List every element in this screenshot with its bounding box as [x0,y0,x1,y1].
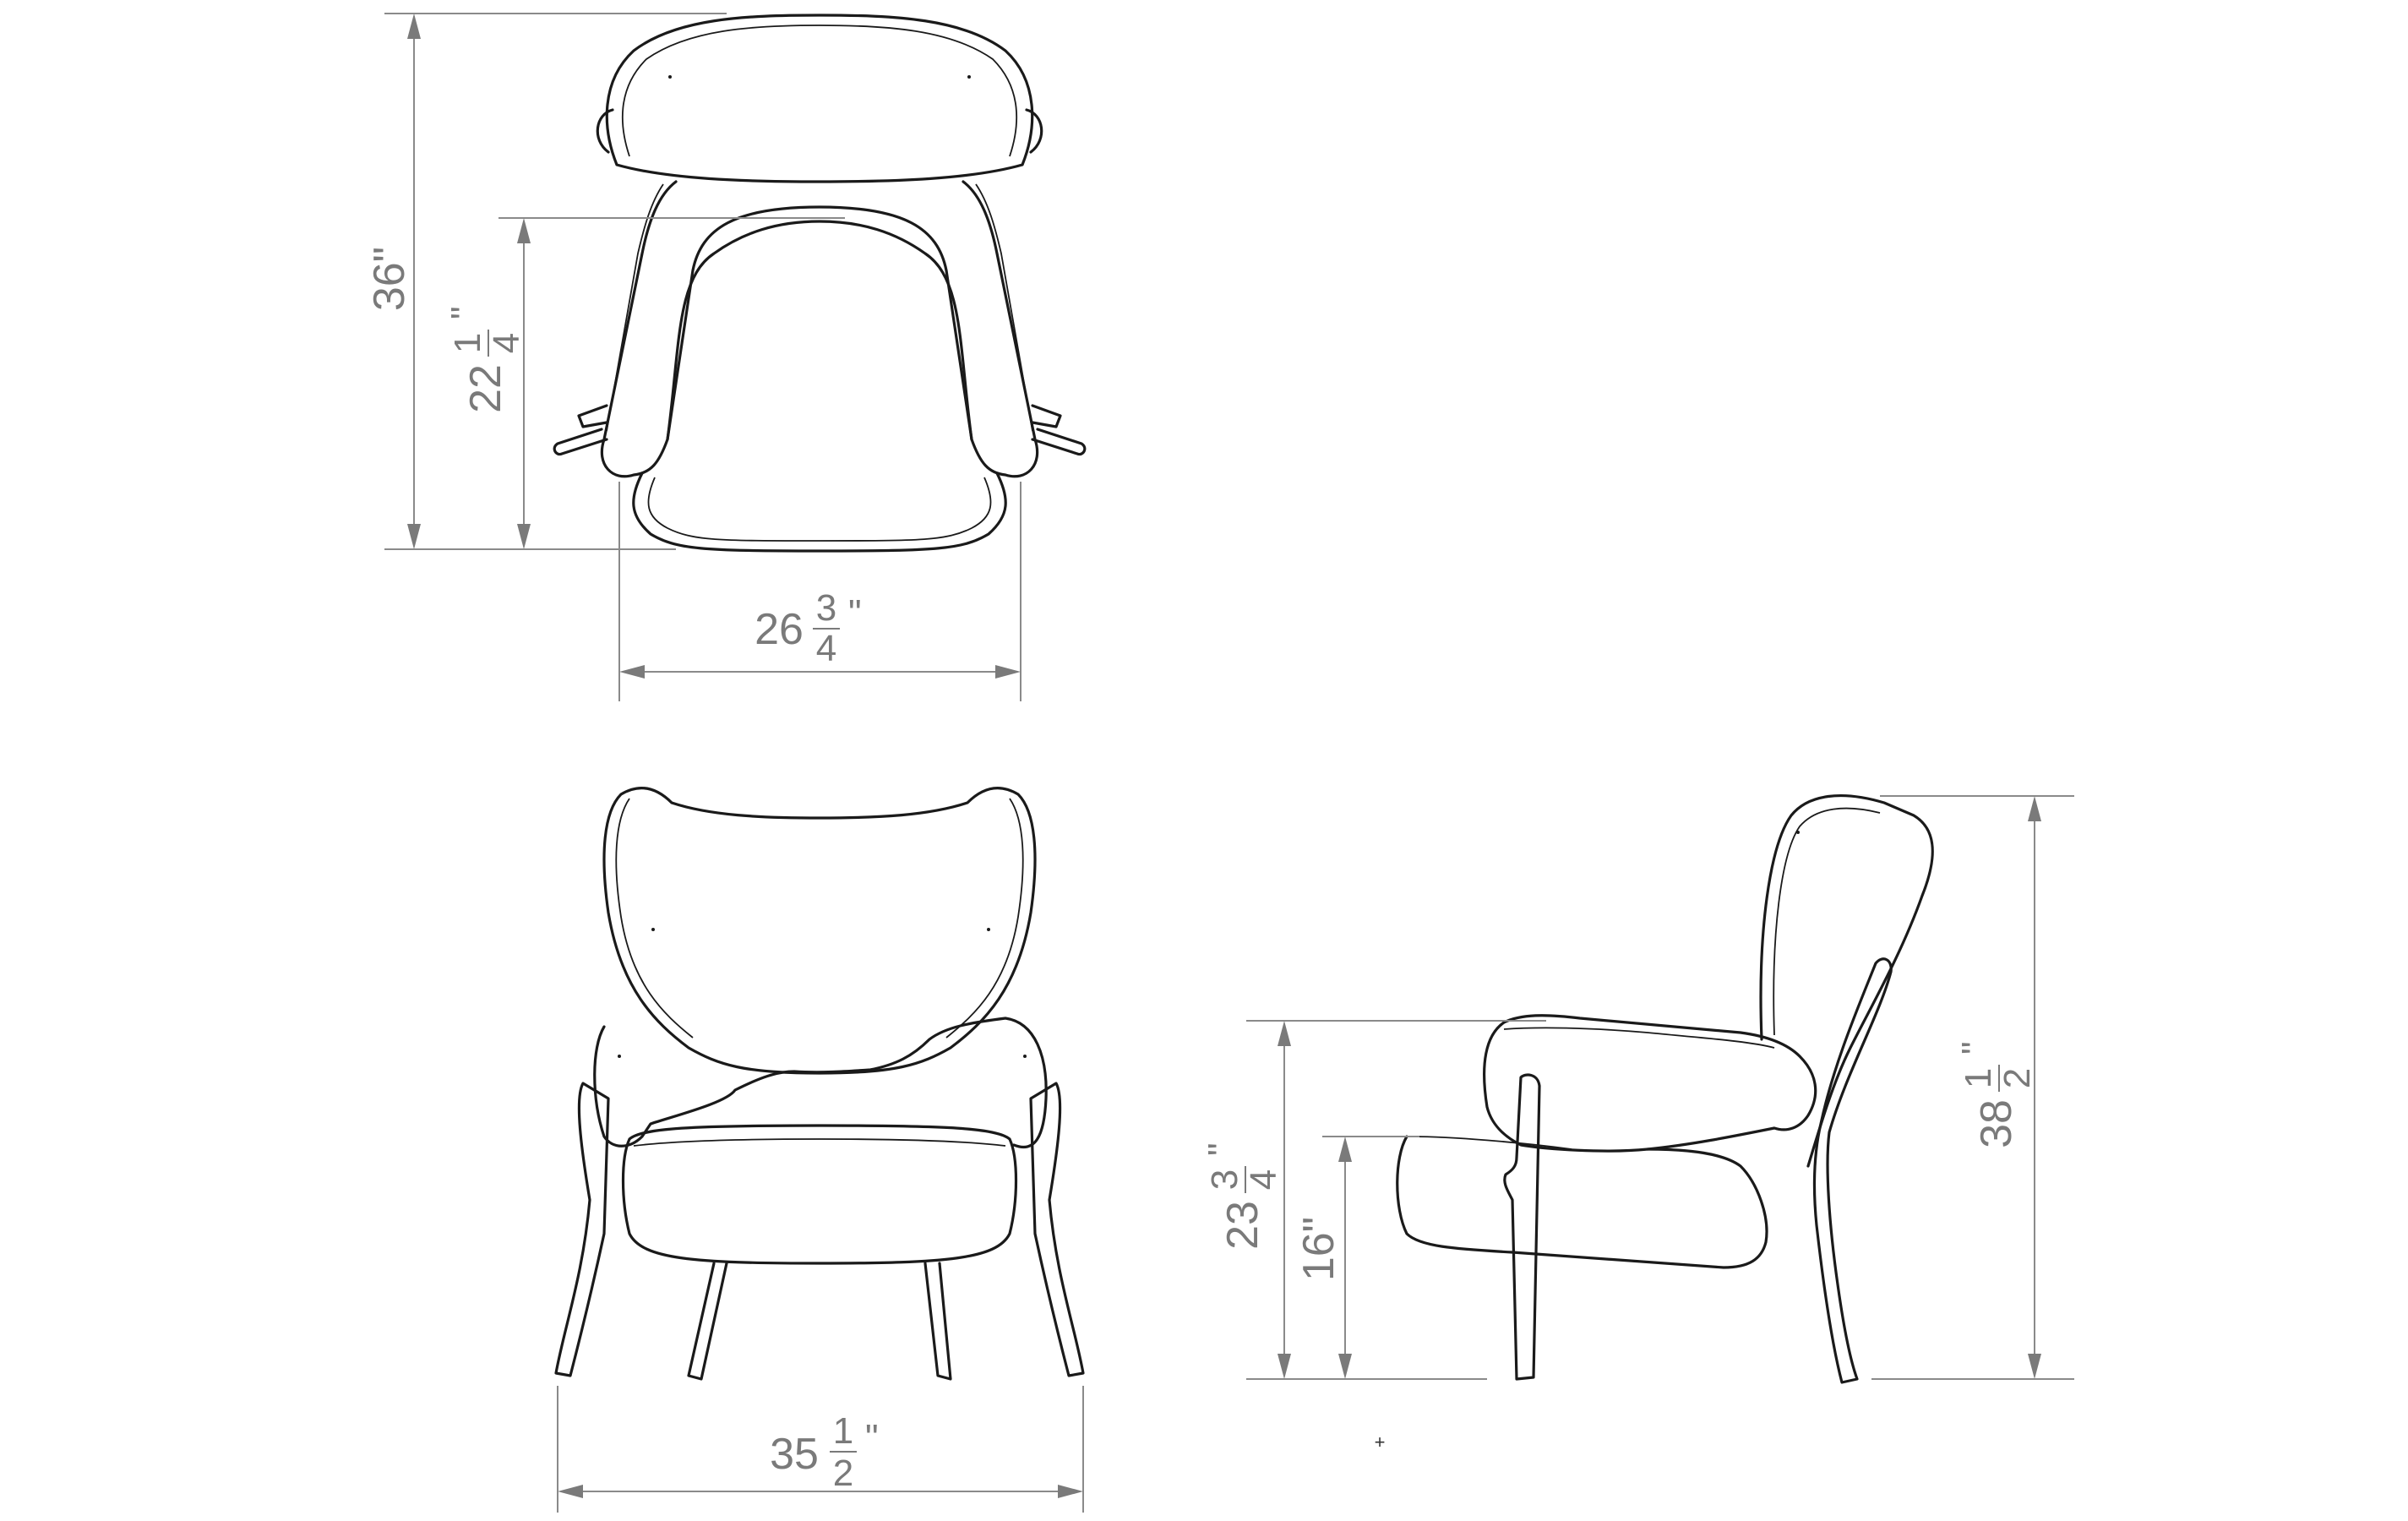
arrow-up [1278,1021,1291,1046]
svg-text:": " [865,1417,879,1458]
arrow-up [517,218,531,243]
top-view: 36" 22 1 4 " 26 3 4 " [365,13,1087,701]
front-backrest-mark [987,928,990,931]
side-front-leg [1503,1073,1541,1381]
side-height-label: 38 1 2 " [1954,1041,2038,1148]
front-backrest [602,786,1037,1075]
front-arm-cushion [593,1017,1048,1149]
arrow-left [558,1485,583,1498]
top-seat-cushion [666,220,973,441]
side-arm-top [1503,1027,1775,1049]
svg-text:": " [1201,1142,1242,1156]
front-backrest-inner [615,798,694,1039]
top-headrest [605,14,1034,183]
front-view: 35 1 2 " [554,786,1085,1513]
top-shell-outline [600,180,1039,478]
arrow-up [2028,796,2041,821]
svg-text:4: 4 [816,628,836,669]
arrow-right [995,665,1021,679]
front-back-right-leg [923,1262,952,1381]
arrow-left [619,665,645,679]
side-rear-leg [1812,957,1893,1384]
side-seat-height-label: 16" [1294,1217,1343,1281]
svg-text:1: 1 [447,333,488,353]
top-shell-inner-right [975,183,1033,432]
svg-text:4: 4 [486,333,527,353]
front-seat-top [633,1138,1006,1147]
top-left-pin [553,404,608,456]
side-arm-cushion [1483,1014,1817,1153]
svg-text:36": 36" [365,247,414,311]
arrow-down [517,524,531,549]
side-seat-top [1410,1136,1572,1150]
svg-text:": " [848,592,862,634]
front-arm-mark [618,1055,621,1058]
front-width-label: 35 1 2 " [770,1410,879,1494]
top-seat-depth-label: 22 1 4 " [444,306,527,413]
side-arm-height-label: 23 3 4 " [1201,1142,1284,1250]
arrow-down [2028,1354,2041,1379]
arrow-up [407,14,421,39]
top-base [632,472,1007,553]
svg-text:2: 2 [1997,1068,2038,1088]
svg-text:3: 3 [1204,1169,1245,1190]
svg-text:23: 23 [1218,1201,1267,1250]
svg-text:1: 1 [1958,1068,1999,1088]
top-headrest-inner [621,25,1018,157]
arrow-down [1338,1354,1352,1379]
svg-text:": " [1954,1041,1996,1055]
front-right-leg [1029,1082,1085,1377]
side-view: 38 1 2 " 23 3 4 " 16" [1201,794,2074,1384]
svg-text:38: 38 [1972,1099,2021,1148]
top-headrest-right-ear [1025,108,1043,154]
arrow-right [1058,1485,1083,1498]
crosshair-mark: + [1375,1431,1386,1453]
top-headrest-left-ear [596,108,614,154]
svg-text:22: 22 [461,364,510,413]
top-width-label: 26 3 4 " [755,587,862,669]
svg-text:4: 4 [1243,1169,1284,1190]
front-left-leg [554,1082,610,1377]
svg-text:35: 35 [770,1430,819,1479]
top-depth-label: 36" [365,247,414,311]
svg-text:1: 1 [833,1410,853,1452]
svg-text:3: 3 [816,587,836,629]
arrow-up [1338,1137,1352,1162]
top-headrest-mark [668,75,672,79]
svg-text:": " [444,306,485,319]
arrow-down [1278,1354,1291,1379]
front-arm-mark [1023,1055,1027,1058]
svg-text:26: 26 [755,605,804,654]
svg-text:2: 2 [833,1453,853,1494]
top-right-pin [1031,404,1087,456]
arrow-down [407,524,421,549]
front-backrest-mark [651,928,655,931]
front-back-left-leg [687,1262,728,1381]
side-backrest [1759,794,1934,1168]
side-seat-cushion [1396,1135,1768,1269]
front-seat-cushion [621,1124,1018,1265]
front-backrest-inner-right [945,798,1024,1039]
svg-text:16": 16" [1294,1217,1343,1281]
top-shell-inner [606,183,664,432]
top-base-inner [647,477,992,542]
side-backrest-inner [1773,807,1881,1036]
side-backrest-mark [1796,831,1800,834]
top-headrest-mark [967,75,971,79]
